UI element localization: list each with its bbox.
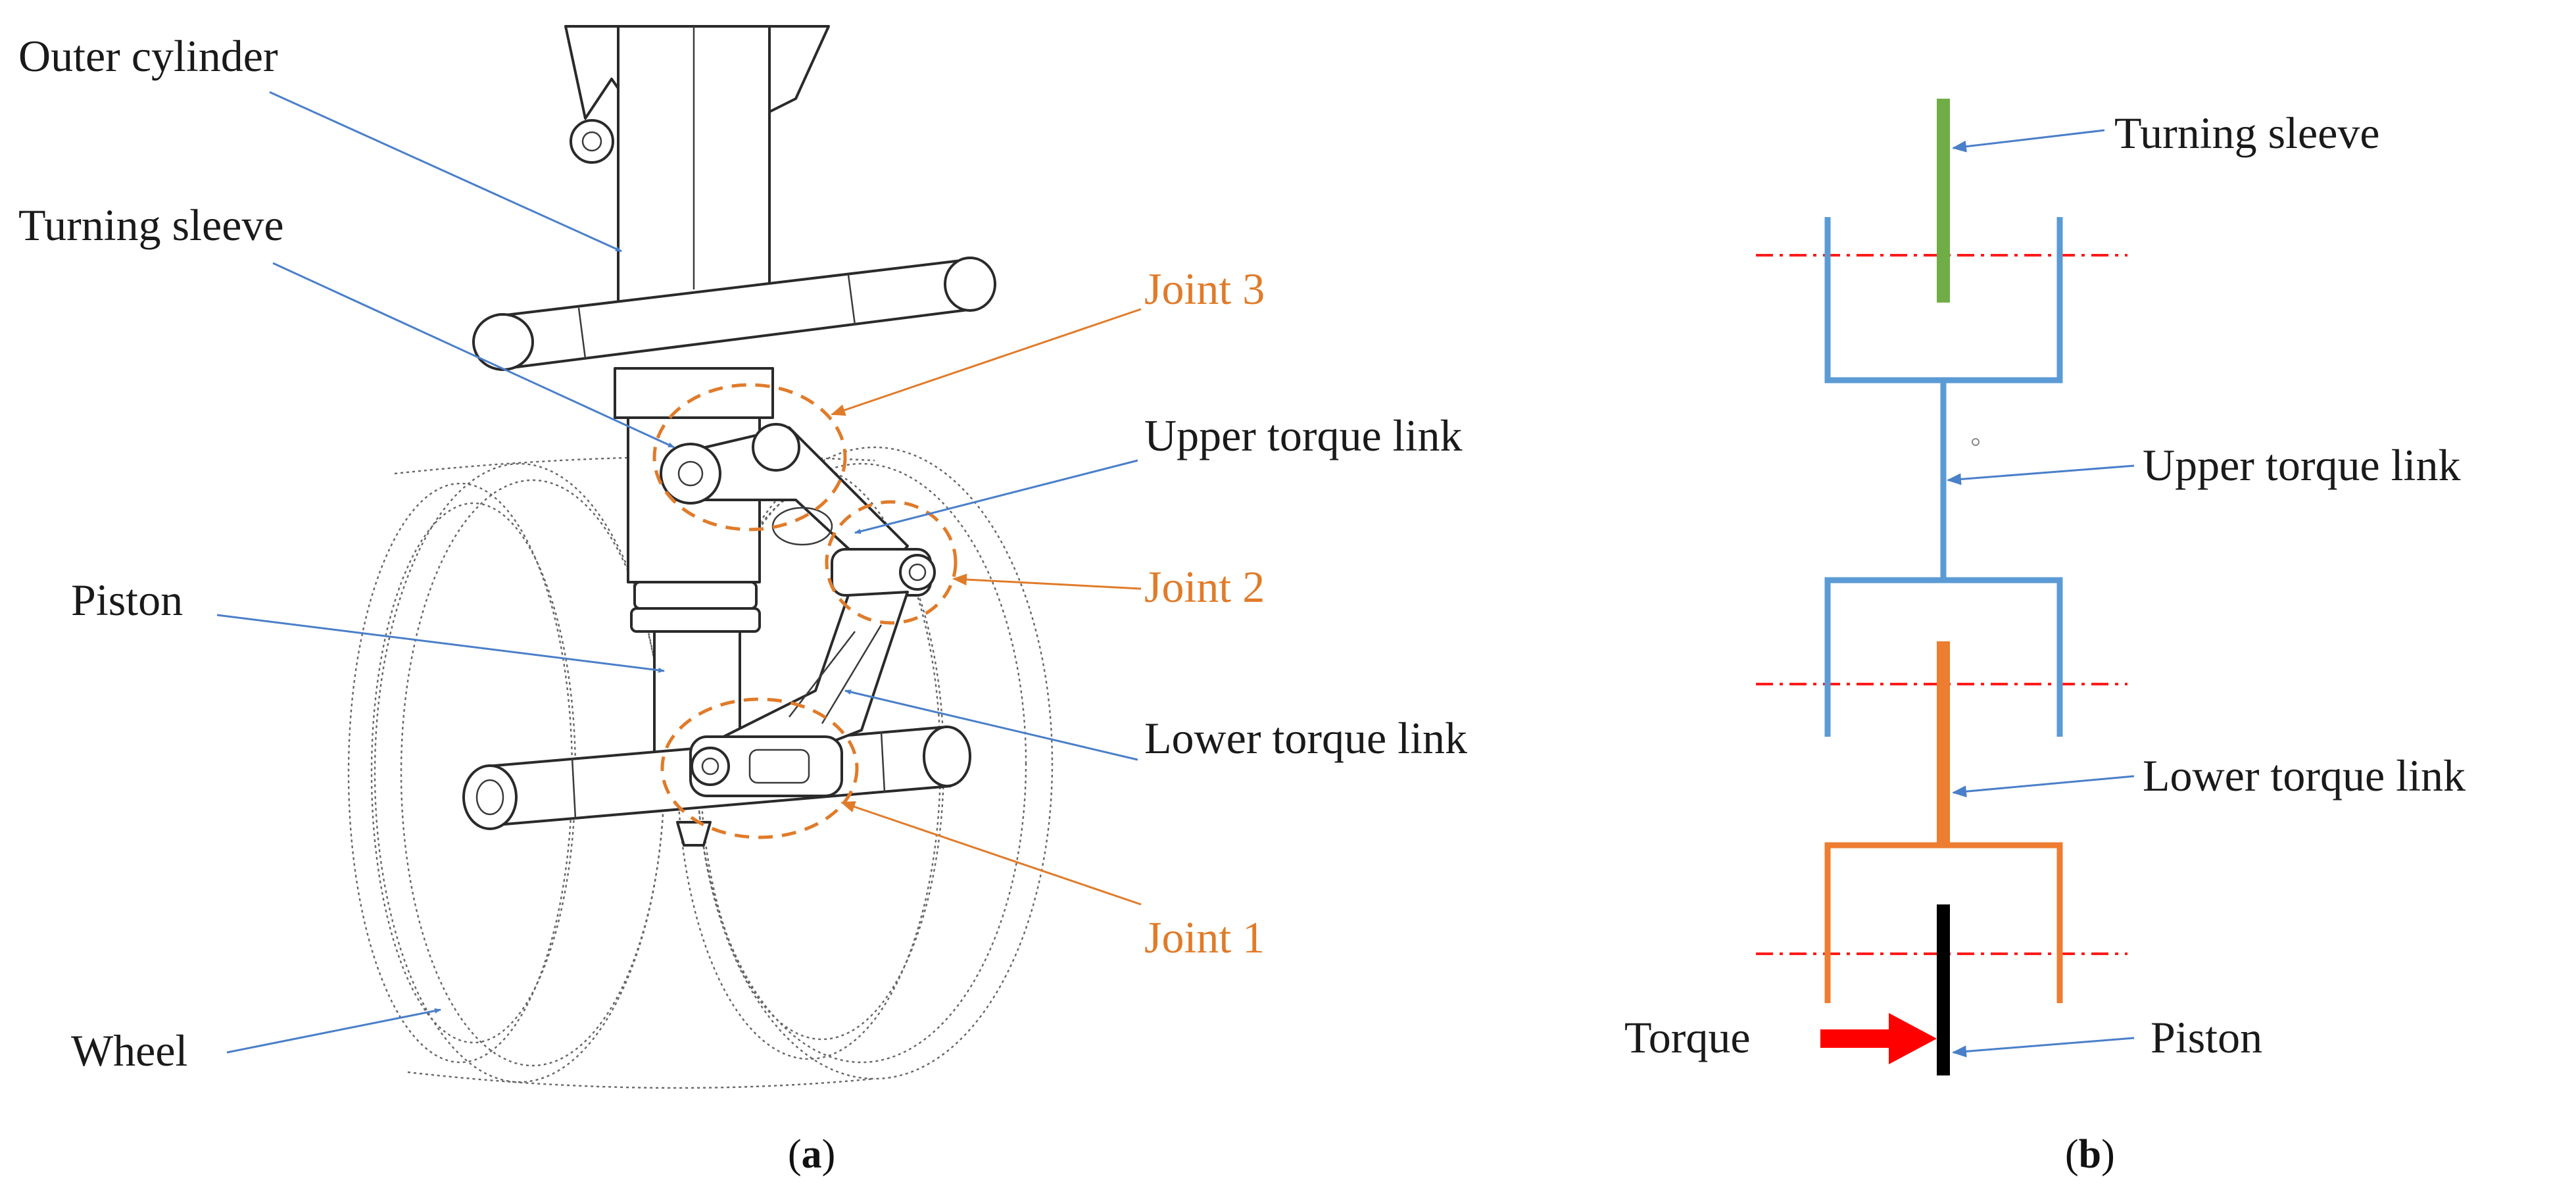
joint2-marker bbox=[825, 500, 958, 625]
leader-lower-torque-link-a bbox=[844, 689, 1138, 761]
joint1-hinge-drawing bbox=[689, 735, 843, 797]
label-torque: Torque bbox=[1624, 1012, 1751, 1062]
leader-piston-b bbox=[1952, 1037, 2135, 1058]
panel-b: Turning sleeve Upper torque link Lower t… bbox=[1624, 99, 2466, 1177]
leader-joint3 bbox=[831, 308, 1142, 416]
label-turning-sleeve-a: Turning sleeve bbox=[18, 200, 284, 250]
label-joint2: Joint 2 bbox=[1144, 562, 1265, 612]
leader-upper-torque-link-a bbox=[854, 459, 1138, 534]
panel-a: Outer cylinder Turning sleeve Piston Whe… bbox=[18, 25, 1467, 1177]
label-joint1: Joint 1 bbox=[1144, 912, 1265, 962]
leader-lower-torque-link-b bbox=[1952, 775, 2135, 798]
label-piston-a: Piston bbox=[71, 575, 183, 625]
caption-b: (b) bbox=[2065, 1132, 2115, 1177]
leader-outer-cylinder bbox=[269, 91, 622, 253]
leader-piston-a bbox=[216, 614, 665, 673]
leader-turning-sleeve-b bbox=[1952, 129, 2105, 153]
label-turning-sleeve-b: Turning sleeve bbox=[2114, 108, 2380, 158]
label-upper-torque-link-a: Upper torque link bbox=[1144, 410, 1462, 460]
joint3-marker bbox=[652, 383, 847, 531]
label-outer-cylinder: Outer cylinder bbox=[18, 31, 278, 81]
caption-a: (a) bbox=[788, 1132, 835, 1177]
leader-joint2 bbox=[952, 574, 1142, 590]
leader-wheel bbox=[226, 1008, 441, 1054]
label-joint3: Joint 3 bbox=[1144, 264, 1265, 314]
label-piston-b: Piston bbox=[2151, 1012, 2262, 1062]
small-dot bbox=[1972, 438, 1980, 446]
label-wheel: Wheel bbox=[71, 1025, 187, 1075]
leader-turning-sleeve-a bbox=[272, 262, 675, 449]
joint1-marker bbox=[660, 697, 859, 839]
label-lower-torque-link-b: Lower torque link bbox=[2143, 751, 2466, 801]
cross-tube-drawing bbox=[472, 257, 996, 371]
joint2-hinge-drawing bbox=[831, 548, 936, 597]
torque-arrow bbox=[1820, 1013, 1937, 1064]
upper-torque-link-bottom-bracket bbox=[1824, 577, 2063, 737]
leader-joint1 bbox=[840, 801, 1142, 906]
leader-upper-torque-link-b bbox=[1947, 464, 2135, 485]
label-upper-torque-link-b: Upper torque link bbox=[2143, 440, 2460, 490]
label-lower-torque-link-a: Lower torque link bbox=[1144, 713, 1467, 763]
outer-cylinder-drawing bbox=[617, 25, 771, 304]
lower-torque-link-bracket bbox=[1824, 842, 2063, 1003]
